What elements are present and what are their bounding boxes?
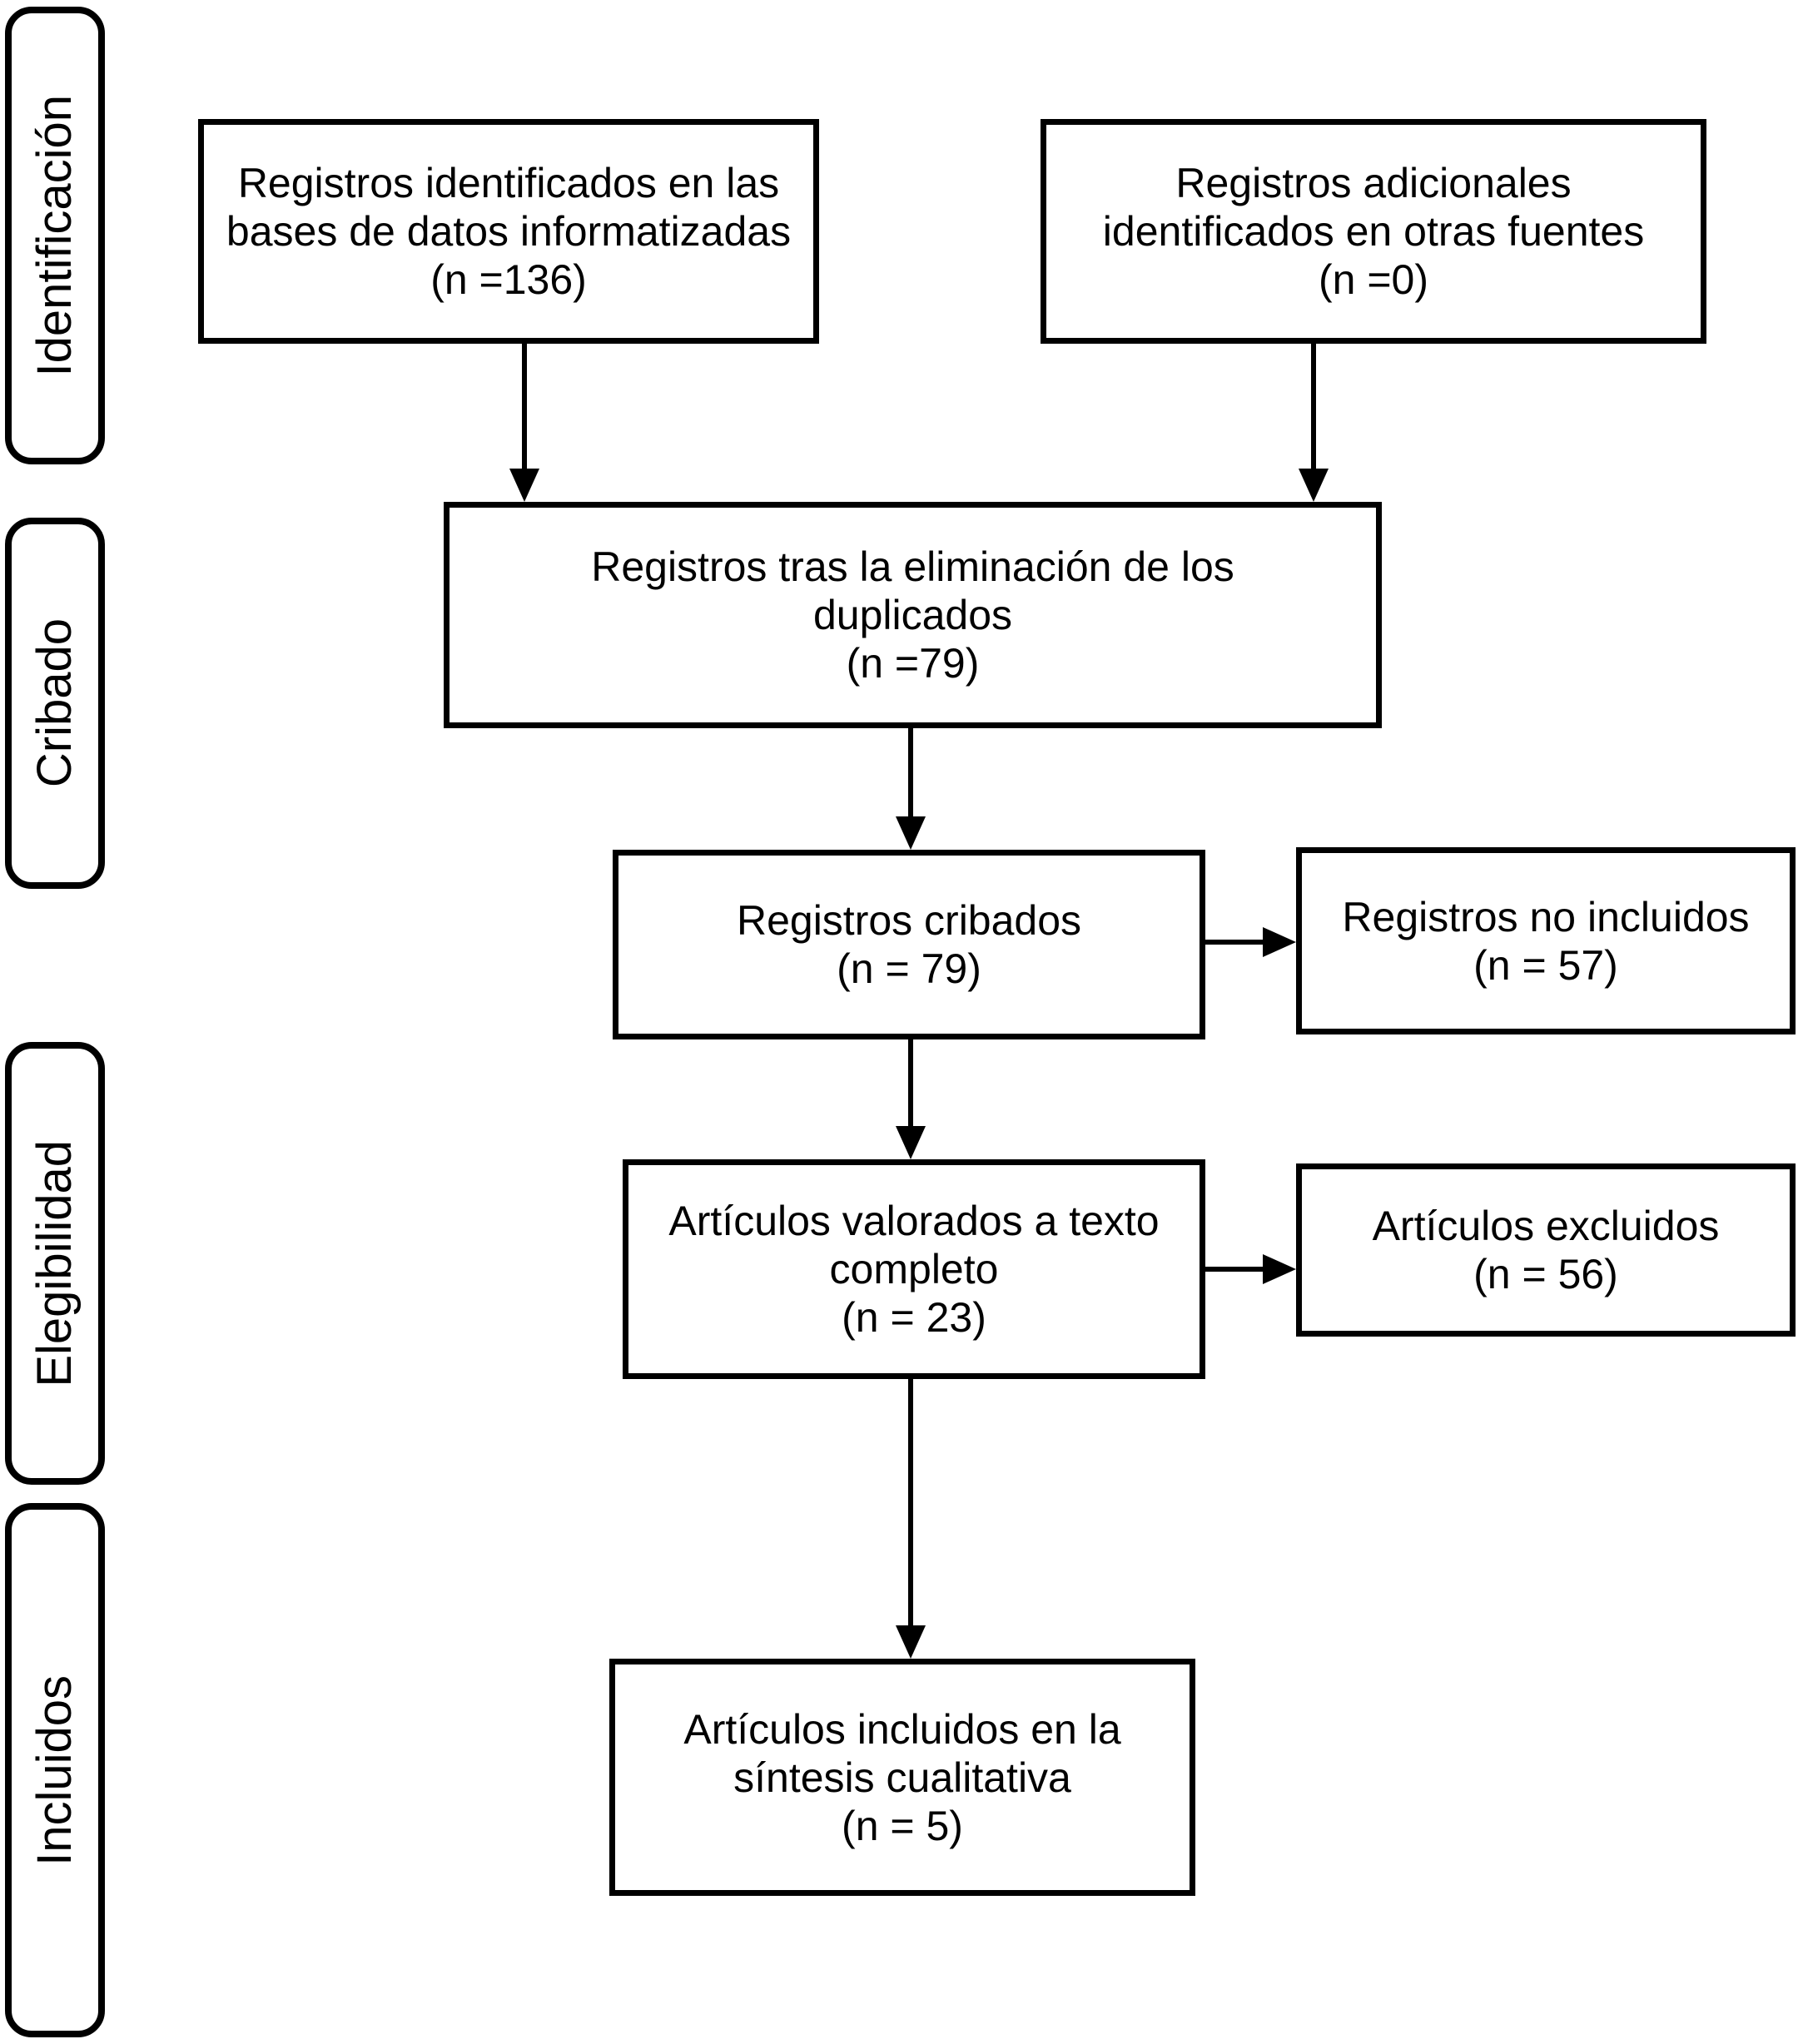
box-records-screened: Registros cribados (n = 79) — [613, 850, 1205, 1039]
arrow-down-icon — [896, 1625, 926, 1659]
box-label: Artículos excluidos (n = 56) — [1372, 1203, 1720, 1297]
box-articles-excluded: Artículos excluidos (n = 56) — [1296, 1163, 1796, 1337]
arrow-dedup-to-screened-line — [908, 728, 913, 818]
box-articles-included-qualitative-synthesis: Artículos incluidos en la síntesis cuali… — [609, 1659, 1195, 1896]
arrow-right-icon — [1263, 1254, 1296, 1284]
box-records-other-sources: Registros adicionales identificados en o… — [1041, 119, 1706, 344]
box-label: Registros no incluidos (n = 57) — [1342, 893, 1750, 989]
sidebar-stage-identificacion: Identificación — [5, 7, 105, 464]
box-label: Artículos valorados a texto completo (n … — [668, 1198, 1160, 1341]
box-label: Registros tras la eliminación de los dup… — [591, 543, 1234, 687]
sidebar-stage-elegibilidad: Elegibilidad — [5, 1042, 105, 1485]
box-label: Registros identificados en las bases de … — [226, 160, 792, 303]
arrow-down-icon — [896, 1126, 926, 1159]
arrow-databases-to-dedup-line — [522, 344, 527, 470]
box-records-identified-databases: Registros identificados en las bases de … — [198, 119, 819, 344]
arrow-fulltext-to-included-line — [908, 1379, 913, 1627]
stage-label-elegibilidad: Elegibilidad — [27, 1139, 82, 1387]
sidebar-stage-incluidos: Incluidos — [5, 1503, 105, 2037]
box-fulltext-articles-assessed: Artículos valorados a texto completo (n … — [623, 1159, 1205, 1379]
box-label: Registros cribados (n = 79) — [736, 897, 1082, 992]
arrow-fulltext-to-excluded-line — [1205, 1267, 1264, 1272]
box-label: Registros adicionales identificados en o… — [1102, 160, 1645, 303]
stage-label-incluidos: Incluidos — [27, 1674, 82, 1866]
arrow-screened-to-not-included-line — [1205, 940, 1264, 945]
sidebar-stage-cribado: Cribado — [5, 518, 105, 889]
stage-label-cribado: Cribado — [27, 618, 82, 788]
arrow-down-icon — [896, 816, 926, 850]
stage-label-identificacion: Identificación — [27, 94, 82, 377]
arrow-down-icon — [509, 469, 539, 502]
arrow-down-icon — [1299, 469, 1329, 502]
arrow-right-icon — [1263, 927, 1296, 957]
box-records-not-included: Registros no incluidos (n = 57) — [1296, 847, 1796, 1034]
arrow-screened-to-fulltext-line — [908, 1039, 913, 1128]
arrow-other-sources-to-dedup-line — [1311, 344, 1316, 470]
box-label: Artículos incluidos en la síntesis cuali… — [683, 1705, 1121, 1849]
box-records-after-duplicates-removed: Registros tras la eliminación de los dup… — [444, 502, 1382, 728]
